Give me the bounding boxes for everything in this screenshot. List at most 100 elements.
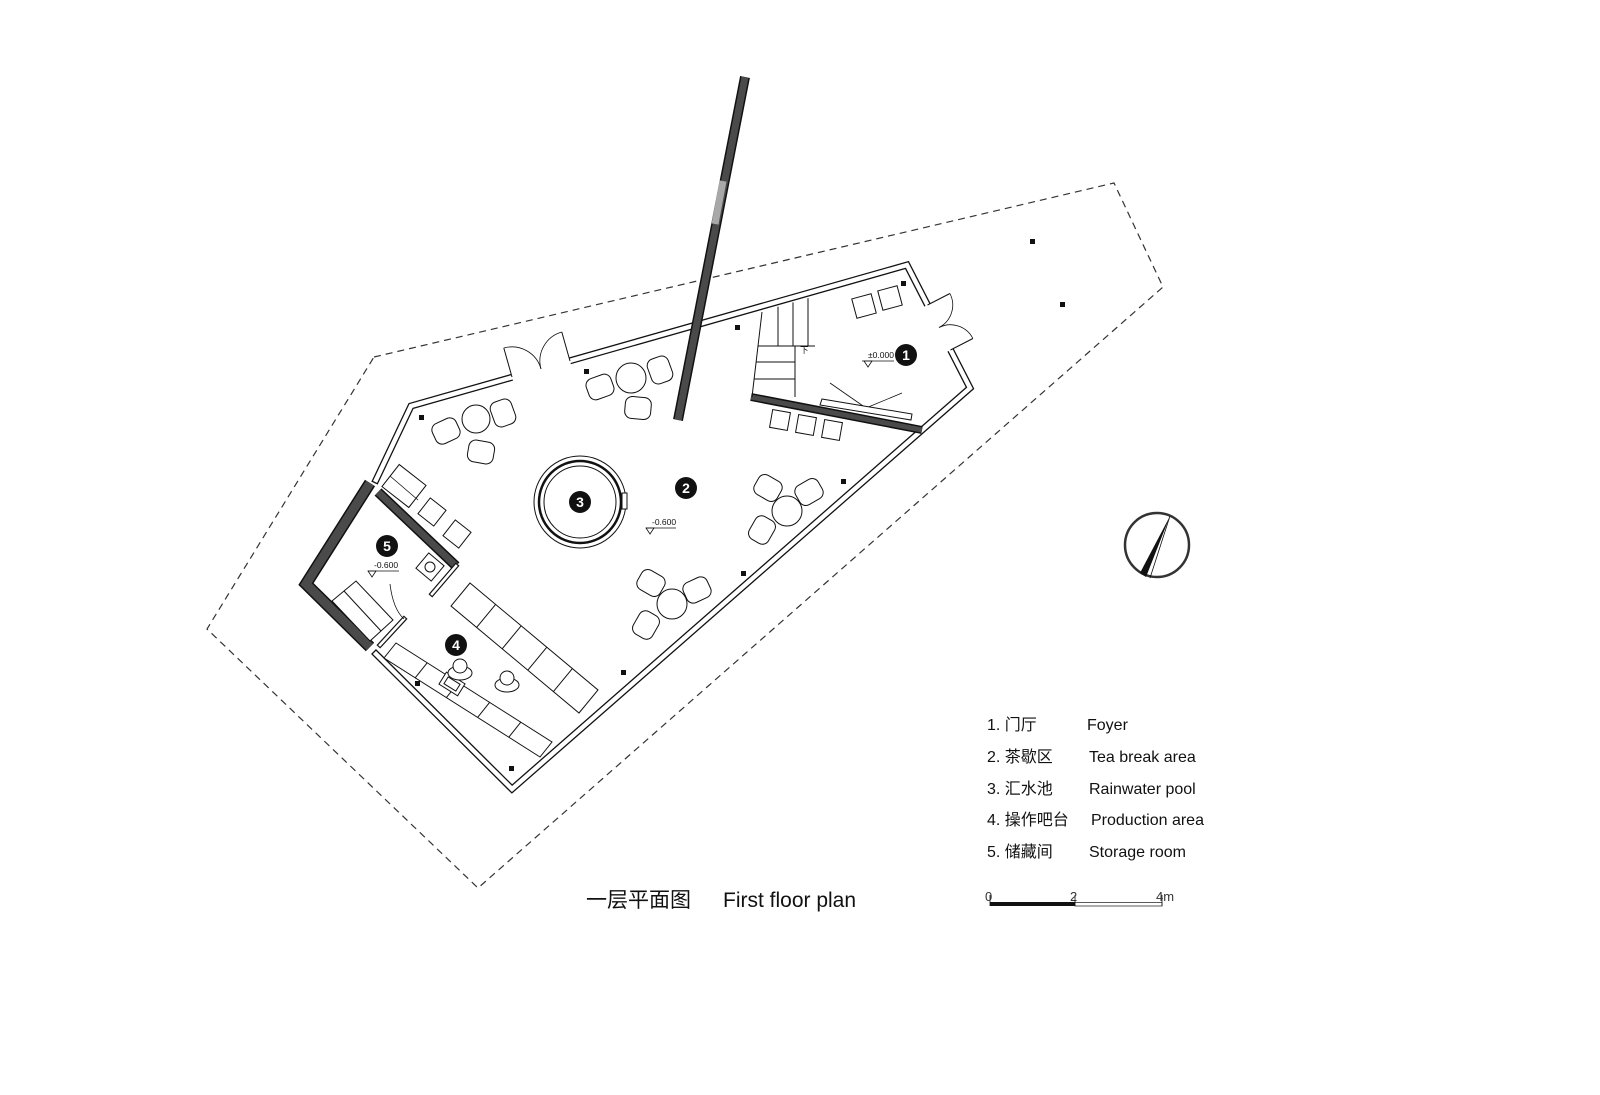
level-text: ±0.000 (868, 350, 894, 360)
door-swing (503, 346, 542, 370)
chair (682, 576, 712, 604)
counter-module-divider (553, 668, 573, 692)
person-head (452, 658, 468, 674)
legend-room-name: Production area (1091, 812, 1204, 829)
legend: 1. 门厅 Foyer 2. 茶歇区 Tea break area 3. 汇水池… (987, 716, 1204, 861)
storage-partition-cavity (430, 564, 458, 596)
sink-basin (443, 676, 461, 692)
site-boundary (206, 182, 1164, 889)
table-set (748, 474, 824, 545)
chair (748, 515, 776, 545)
bench (381, 463, 427, 509)
counter-module-divider (414, 662, 428, 679)
bench-line (389, 475, 419, 501)
title-chinese: 一层平面图 (586, 889, 691, 912)
level-mark-storage: -0.600 (367, 560, 399, 578)
door-swing (938, 324, 974, 339)
lower-counter (383, 642, 553, 758)
room-marker-4: 4 (445, 634, 467, 656)
legend-room-name: Tea break area (1089, 749, 1196, 766)
table-set (431, 398, 517, 465)
column (901, 281, 906, 286)
door-leaf (561, 331, 571, 362)
chair (632, 610, 660, 640)
chair (431, 417, 461, 445)
level-triangle (645, 527, 655, 535)
foyer-wall-fill (750, 394, 923, 433)
north-arrow-icon (1123, 511, 1191, 579)
column (741, 571, 746, 576)
marker-circle (675, 477, 697, 499)
legend-room-name: Storage room (1089, 844, 1186, 861)
scale-bar: 0 2 4m (985, 889, 1174, 907)
blade-wall (673, 76, 750, 421)
counter-module-divider (501, 625, 522, 650)
legend-room-name: Rainwater pool (1089, 781, 1196, 798)
room-marker-5: 5 (376, 535, 398, 557)
marker-number: 1 (902, 347, 910, 363)
door-leaf (950, 338, 974, 351)
chair (794, 413, 818, 437)
stair-direction-label: 下 (800, 345, 809, 355)
partition-line (829, 382, 867, 409)
north-arrow-needle (1140, 516, 1170, 577)
stool (442, 519, 472, 549)
chair (466, 439, 496, 465)
chair (768, 408, 792, 432)
column (1030, 239, 1035, 244)
partition-line (865, 392, 903, 409)
legend-number-label: 2. 茶歇区 (987, 748, 1053, 766)
scale-label: 0 (985, 889, 992, 904)
storage-sink (415, 552, 445, 582)
person-figure (494, 670, 520, 693)
blade-wall-fill (674, 76, 749, 421)
door-east (927, 293, 974, 351)
chair (851, 293, 877, 319)
level-text: -0.600 (652, 517, 676, 527)
column (621, 670, 626, 675)
north-arrow-ring (1123, 511, 1191, 579)
chair (624, 395, 652, 421)
door-north (503, 331, 571, 378)
round-table (656, 588, 688, 620)
column (415, 681, 420, 686)
upper-counter (450, 582, 599, 714)
storage-door-swing (389, 583, 405, 620)
storage-fixtures (331, 552, 445, 642)
person-head (499, 670, 515, 686)
room-marker-1: 1 (895, 344, 917, 366)
marker-circle (445, 634, 467, 656)
marker-circle (376, 535, 398, 557)
level-triangle (367, 570, 377, 578)
drawing-title: 一层平面图 First floor plan (586, 889, 856, 912)
bench-seating (381, 463, 472, 549)
legend-number-label: 4. 操作吧台 (987, 811, 1069, 829)
level-mark-foyer: ±0.000 (862, 350, 894, 368)
storage-outer-wall-fill (300, 480, 374, 651)
columns (415, 239, 1065, 771)
marker-number: 4 (452, 637, 460, 653)
scale-label: 2 (1070, 889, 1077, 904)
door-leaf (503, 347, 513, 378)
chair (646, 355, 674, 385)
storage-partition-cavity (378, 617, 406, 647)
scale-label: 4m (1156, 889, 1174, 904)
counter-module-divider (476, 604, 496, 628)
column (1060, 302, 1065, 307)
pool-rim (537, 459, 623, 545)
counter-module-divider (477, 702, 490, 718)
blade-wall-glass (711, 180, 727, 225)
north-arrow-edge (1149, 515, 1171, 579)
chair (753, 474, 783, 502)
chair (820, 418, 844, 442)
storage-walls (298, 479, 460, 652)
column (735, 325, 740, 330)
door-swing (539, 331, 562, 370)
round-table (615, 362, 647, 394)
table-set (585, 355, 674, 421)
legend-number-label: 1. 门厅 (987, 716, 1037, 734)
room-marker-2: 2 (675, 477, 697, 499)
